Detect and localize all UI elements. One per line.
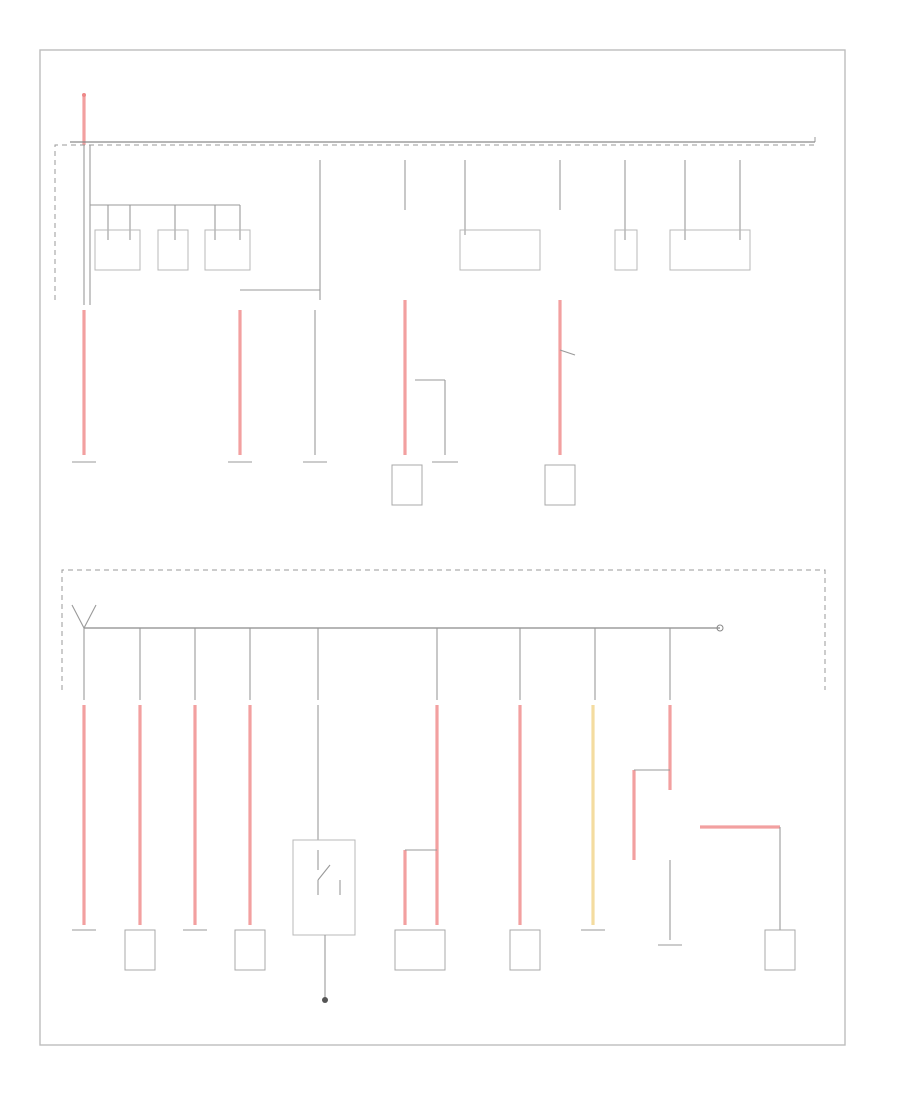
relay-box-5	[614, 229, 638, 271]
bottom-component-box-1	[124, 929, 156, 971]
switch-contacts	[317, 850, 341, 895]
relay-box-1	[94, 229, 141, 271]
bottom-power-section	[61, 569, 826, 1003]
bottom-component-box-2	[234, 929, 266, 971]
ign-switch-symbol	[71, 604, 97, 630]
top-power-section	[54, 93, 816, 506]
bottom-component-box-3	[394, 929, 446, 971]
bottom-fuse-drops	[83, 628, 671, 700]
fuse-block-outline-top	[54, 135, 816, 300]
top-component-box-2	[544, 464, 576, 506]
bottom-component-box-4	[509, 929, 541, 971]
battery-feed-terminal	[82, 93, 86, 97]
bottom-component-box-5	[764, 929, 796, 971]
relay-box-6	[669, 229, 751, 271]
switch-box	[292, 839, 356, 936]
top-wire-5-splice	[559, 349, 576, 356]
ground-point	[322, 997, 328, 1003]
fuse-block-outline-bottom	[61, 569, 826, 690]
ign-feed-connector	[716, 624, 724, 632]
relay-box-4	[459, 229, 541, 271]
relay-box-2	[157, 229, 189, 271]
bottom-connectors	[72, 929, 682, 946]
relay-box-3	[204, 229, 251, 271]
diagram-border	[39, 49, 846, 1046]
top-component-box-1	[391, 464, 423, 506]
